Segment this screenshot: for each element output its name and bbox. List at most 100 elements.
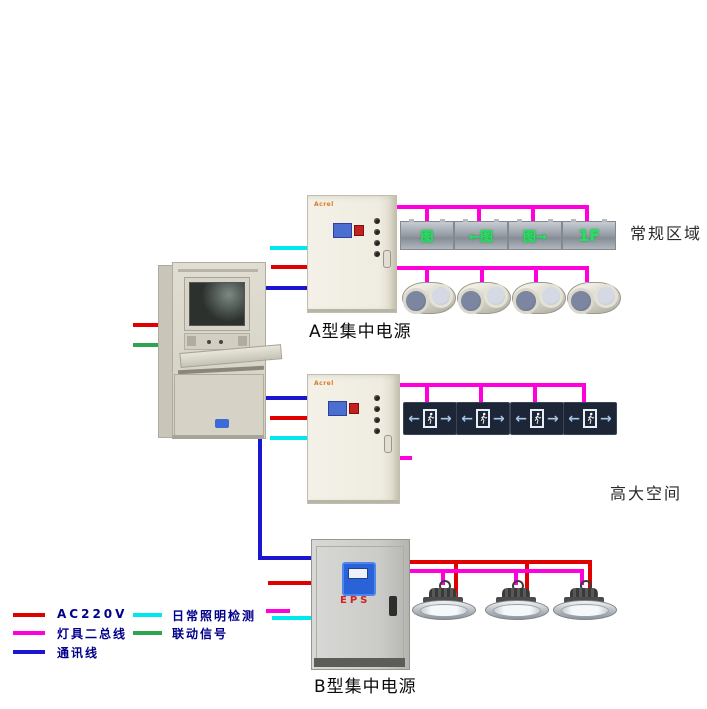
running-man-icon xyxy=(583,409,597,428)
running-man-exit-sign: ← → xyxy=(563,402,617,435)
mount-tab xyxy=(571,219,576,222)
bus-mid-drop xyxy=(533,383,537,404)
bus-b-mag-drop xyxy=(441,569,445,585)
door-handle xyxy=(384,435,392,453)
door-handle xyxy=(389,596,397,616)
running-man-exit-sign: ← → xyxy=(456,402,510,435)
reset-button xyxy=(219,340,223,344)
legend-swatch-linkage xyxy=(133,631,162,635)
legend-label-comm: 通讯线 xyxy=(57,646,100,660)
heat-sink-fins xyxy=(502,588,530,599)
eps-display-panel xyxy=(342,562,376,596)
mount-tab xyxy=(463,219,468,222)
wire-daily-check-to-cabinet-b xyxy=(272,616,312,620)
cabinet-a-label: A型集中电源 xyxy=(309,322,412,342)
power-button xyxy=(207,340,211,344)
exit-sign-glyph: 图→ xyxy=(523,230,547,245)
wire-ac220v-to-cabinet-mid xyxy=(270,416,312,420)
workstation-logo xyxy=(215,419,229,428)
speaker-grille xyxy=(238,336,247,346)
indicator-button xyxy=(374,218,380,224)
twin-head-emergency-lamp xyxy=(455,276,511,316)
wire-power-bus-b xyxy=(406,560,592,564)
legend-label-daily-check: 日常照明检测 xyxy=(172,609,257,623)
wire-ac220v-to-cabinet-b xyxy=(268,581,313,585)
monitoring-workstation xyxy=(158,262,283,440)
indicator-button xyxy=(374,229,380,235)
running-man-icon xyxy=(476,409,490,428)
wire-comm-ws-to-cabinet-mid xyxy=(238,396,312,400)
mount-tab xyxy=(517,219,522,222)
arrow-right: → xyxy=(440,410,452,427)
wire-lamp-bus-mid xyxy=(395,383,586,387)
mount-tab xyxy=(602,219,607,222)
lcd-display xyxy=(333,223,352,238)
alarm-button xyxy=(354,225,364,236)
lcd-display xyxy=(328,401,347,416)
workstation-base xyxy=(172,435,264,439)
bus-b-red-drop xyxy=(588,560,592,600)
bus-a1-drop xyxy=(477,205,481,223)
door-handle xyxy=(383,250,391,268)
running-man-exit-sign: ← → xyxy=(403,402,457,435)
bus-a1-drop xyxy=(425,205,429,223)
bus-mid-drop xyxy=(479,383,483,404)
workstation-vent xyxy=(178,269,258,272)
cabinet-a: Acrel xyxy=(307,195,397,313)
regular-area-label: 常规区域 xyxy=(630,224,703,243)
legend-label-lamp-bus: 灯具二总线 xyxy=(57,627,128,641)
exit-sign: 图 xyxy=(400,219,454,250)
mount-tab xyxy=(409,219,414,222)
exit-sign-glyph: 1F xyxy=(577,226,601,245)
mount-tab xyxy=(548,219,553,222)
twin-head-emergency-lamp xyxy=(510,276,566,316)
wire-lamp-bus-a1 xyxy=(392,205,589,209)
wire-lamp-bus-b xyxy=(404,569,584,573)
arrow-left: ← xyxy=(461,410,473,427)
cabinet-base xyxy=(308,500,399,503)
arrow-left: ← xyxy=(568,410,580,427)
lamp-head-right xyxy=(484,284,508,308)
wire-lamp-bus-mid-stub xyxy=(395,456,412,460)
ufo-highbay-lamp xyxy=(412,580,476,626)
arrow-left: ← xyxy=(515,410,527,427)
floor-indicator-sign: 1F xyxy=(562,219,616,250)
bus-b-mag-drop xyxy=(580,569,584,585)
indicator-button xyxy=(374,240,380,246)
wire-ac220v-to-cabinet-a xyxy=(271,265,310,269)
lamp-lens xyxy=(561,604,609,617)
legend-label-linkage: 联动信号 xyxy=(172,627,229,641)
lamp-head-left xyxy=(458,288,484,314)
workstation-lower-door xyxy=(174,374,264,436)
mount-tab xyxy=(440,219,445,222)
bus-mid-drop xyxy=(425,383,429,404)
heat-sink-fins xyxy=(570,588,598,599)
indicator-button xyxy=(374,395,380,401)
exit-sign: 图→ xyxy=(508,219,562,250)
cabinet-b: EPS xyxy=(311,539,410,670)
exit-sign-glyph: ←图 xyxy=(469,230,493,245)
eps-screen xyxy=(348,568,368,579)
lamp-lens xyxy=(493,604,541,617)
arrow-right: → xyxy=(493,410,505,427)
wire-comm-ws-to-cabinet-a xyxy=(237,286,315,290)
bus-a2-drop xyxy=(585,266,589,282)
bus-a2-drop xyxy=(425,266,429,282)
twin-head-emergency-lamp xyxy=(400,276,456,316)
tall-space-label: 高大空间 xyxy=(610,484,683,503)
bus-a2-drop xyxy=(534,266,538,282)
wire-lamp-bus-a2 xyxy=(392,266,589,270)
wire-daily-check-to-cabinet-mid xyxy=(270,436,312,440)
bus-mid-drop xyxy=(582,383,586,404)
mount-tab xyxy=(494,219,499,222)
bus-b-red-drop xyxy=(454,560,458,600)
eps-text: EPS xyxy=(340,595,371,606)
speaker-grille xyxy=(187,336,196,346)
indicator-button xyxy=(374,406,380,412)
bus-a1-drop xyxy=(585,205,589,223)
cabinet-b-label: B型集中电源 xyxy=(314,677,417,697)
indicator-button xyxy=(374,417,380,423)
alarm-button xyxy=(349,403,359,414)
cabinet-middle: Acrel xyxy=(307,374,400,504)
